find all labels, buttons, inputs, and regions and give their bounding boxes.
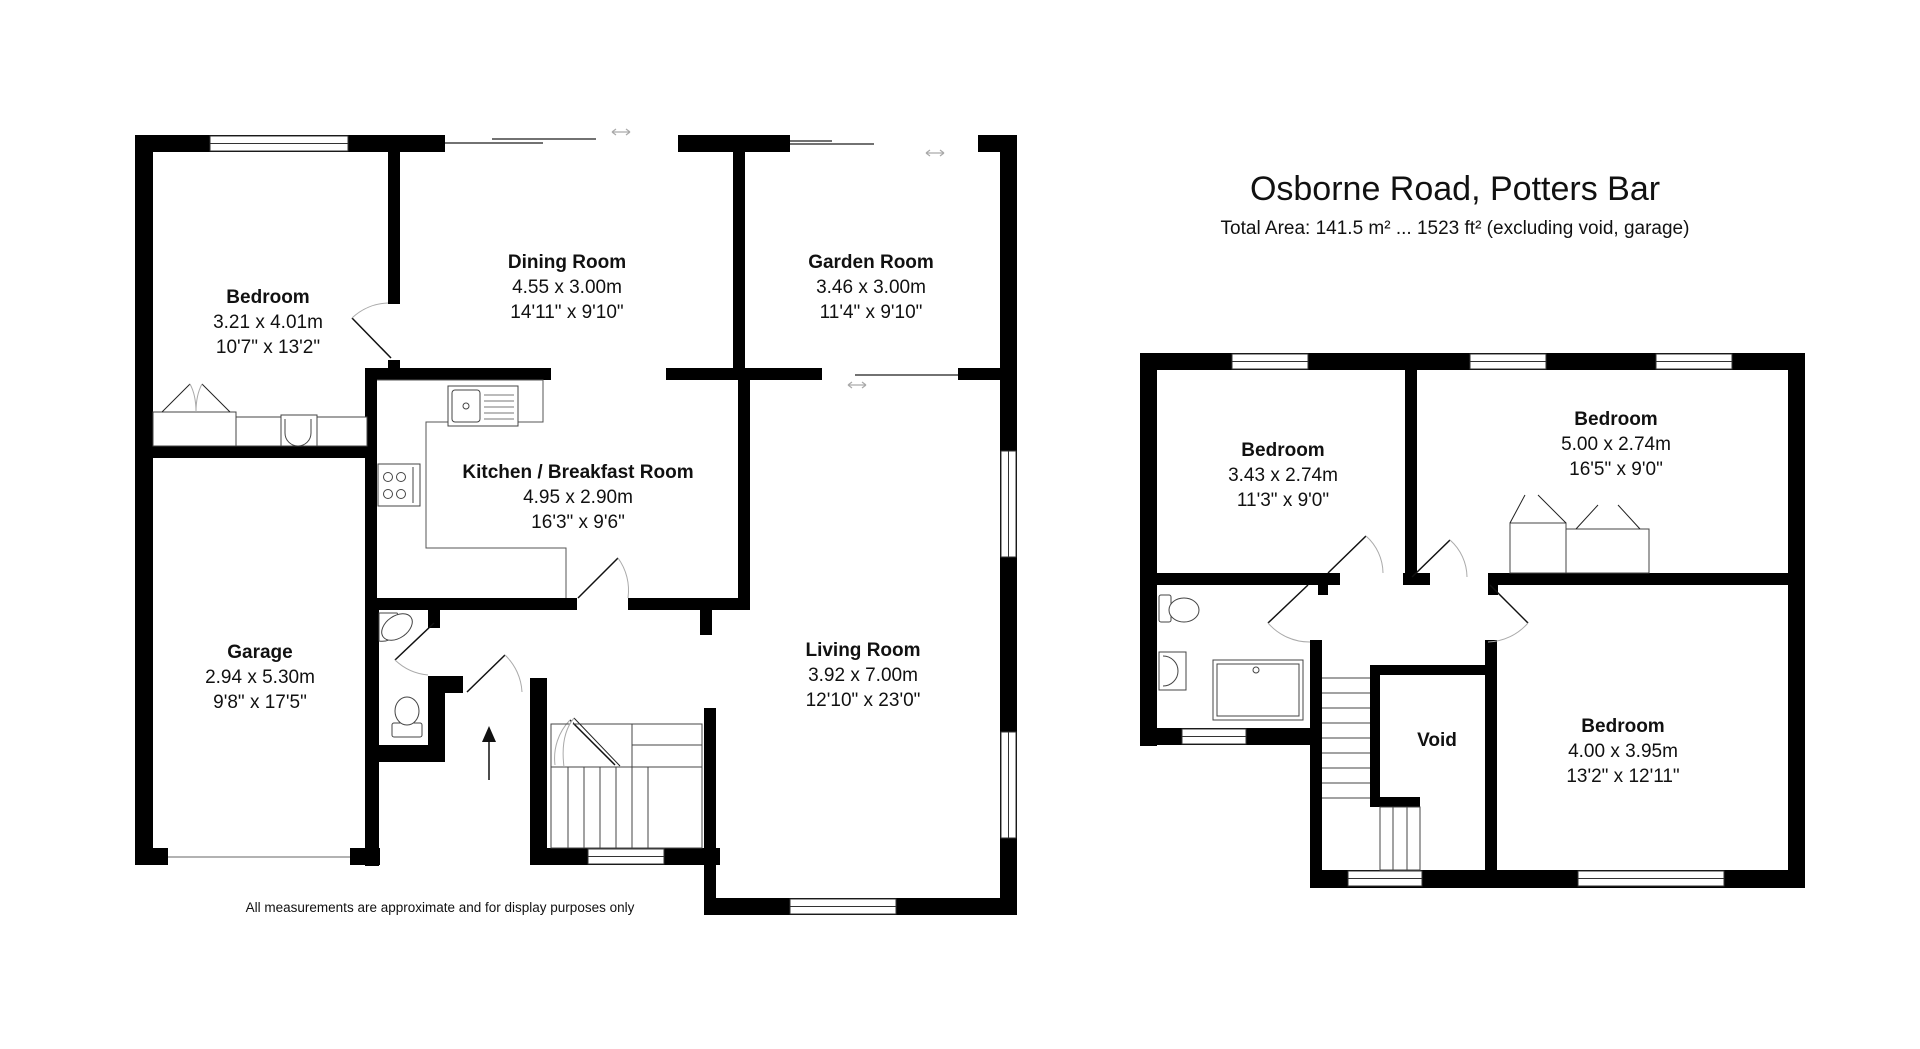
room-name: Bedroom (1581, 716, 1665, 737)
room-label-first-bedroom-2: Bedroom 5.00 x 2.74m 16'5" x 9'0" (1561, 407, 1671, 482)
room-metric: 5.00 x 2.74m (1561, 434, 1671, 455)
room-name: Living Room (805, 640, 921, 661)
room-metric: 3.46 x 3.00m (816, 277, 926, 298)
room-name: Bedroom (1241, 440, 1325, 461)
room-label-kitchen: Kitchen / Breakfast Room 4.95 x 2.90m 16… (462, 460, 693, 535)
doors (351, 302, 630, 780)
room-imperial: 16'3" x 9'6" (531, 512, 625, 533)
room-label-dining-room: Dining Room 4.55 x 3.00m 14'11" x 9'10" (508, 250, 626, 325)
total-area-subtitle: Total Area: 141.5 m² ... 1523 ft² (exclu… (1220, 218, 1690, 239)
disclaimer-text: All measurements are approximate and for… (245, 900, 635, 915)
room-name: Garage (227, 642, 293, 663)
room-label-first-bedroom-3: Bedroom 4.00 x 3.95m 13'2" x 12'11" (1566, 714, 1679, 789)
room-imperial: 14'11" x 9'10" (510, 302, 624, 323)
room-metric: 4.00 x 3.95m (1568, 741, 1678, 762)
first-floor-plan (1140, 353, 1805, 888)
room-label-garden-room: Garden Room 3.46 x 3.00m 11'4" x 9'10" (808, 250, 934, 325)
room-imperial: 11'4" x 9'10" (819, 302, 923, 323)
room-imperial: 10'7" x 13'2" (215, 337, 321, 358)
doors (1267, 535, 1529, 643)
room-name: Kitchen / Breakfast Room (462, 462, 694, 483)
room-imperial: 11'3" x 9'0" (1236, 490, 1330, 511)
room-label-void: Void (1417, 728, 1457, 753)
ground-floor-plan (135, 128, 1017, 915)
room-name: Dining Room (507, 252, 627, 273)
room-metric: 3.92 x 7.00m (808, 665, 918, 686)
fixtures (152, 379, 703, 849)
room-metric: 4.95 x 2.90m (523, 487, 633, 508)
fixtures (1158, 494, 1650, 871)
room-name: Bedroom (1574, 409, 1658, 430)
room-name: Bedroom (226, 287, 310, 308)
room-imperial: 12'10" x 23'0" (805, 690, 921, 711)
windows (168, 135, 1017, 915)
room-imperial: 16'5" x 9'0" (1569, 459, 1663, 480)
room-imperial: 13'2" x 12'11" (1566, 766, 1680, 787)
room-label-living-room: Living Room 3.92 x 7.00m 12'10" x 23'0" (805, 638, 920, 713)
room-imperial: 9'8" x 17'5" (213, 692, 307, 713)
room-name: Garden Room (808, 252, 934, 273)
room-name: Void (1417, 730, 1457, 751)
room-label-garage: Garage 2.94 x 5.30m 9'8" x 17'5" (205, 640, 315, 715)
room-metric: 3.43 x 2.74m (1228, 465, 1338, 486)
room-metric: 3.21 x 4.01m (213, 312, 323, 333)
room-label-first-bedroom-1: Bedroom 3.43 x 2.74m 11'3" x 9'0" (1228, 438, 1338, 513)
walls (135, 135, 1017, 915)
sliding-doors (445, 128, 958, 389)
room-metric: 4.55 x 3.00m (512, 277, 622, 298)
room-label-ground-bedroom: Bedroom 3.21 x 4.01m 10'7" x 13'2" (213, 285, 323, 360)
room-metric: 2.94 x 5.30m (205, 667, 315, 688)
property-title: Osborne Road, Potters Bar (1249, 170, 1661, 208)
walls (1140, 353, 1805, 888)
windows (1181, 353, 1733, 887)
